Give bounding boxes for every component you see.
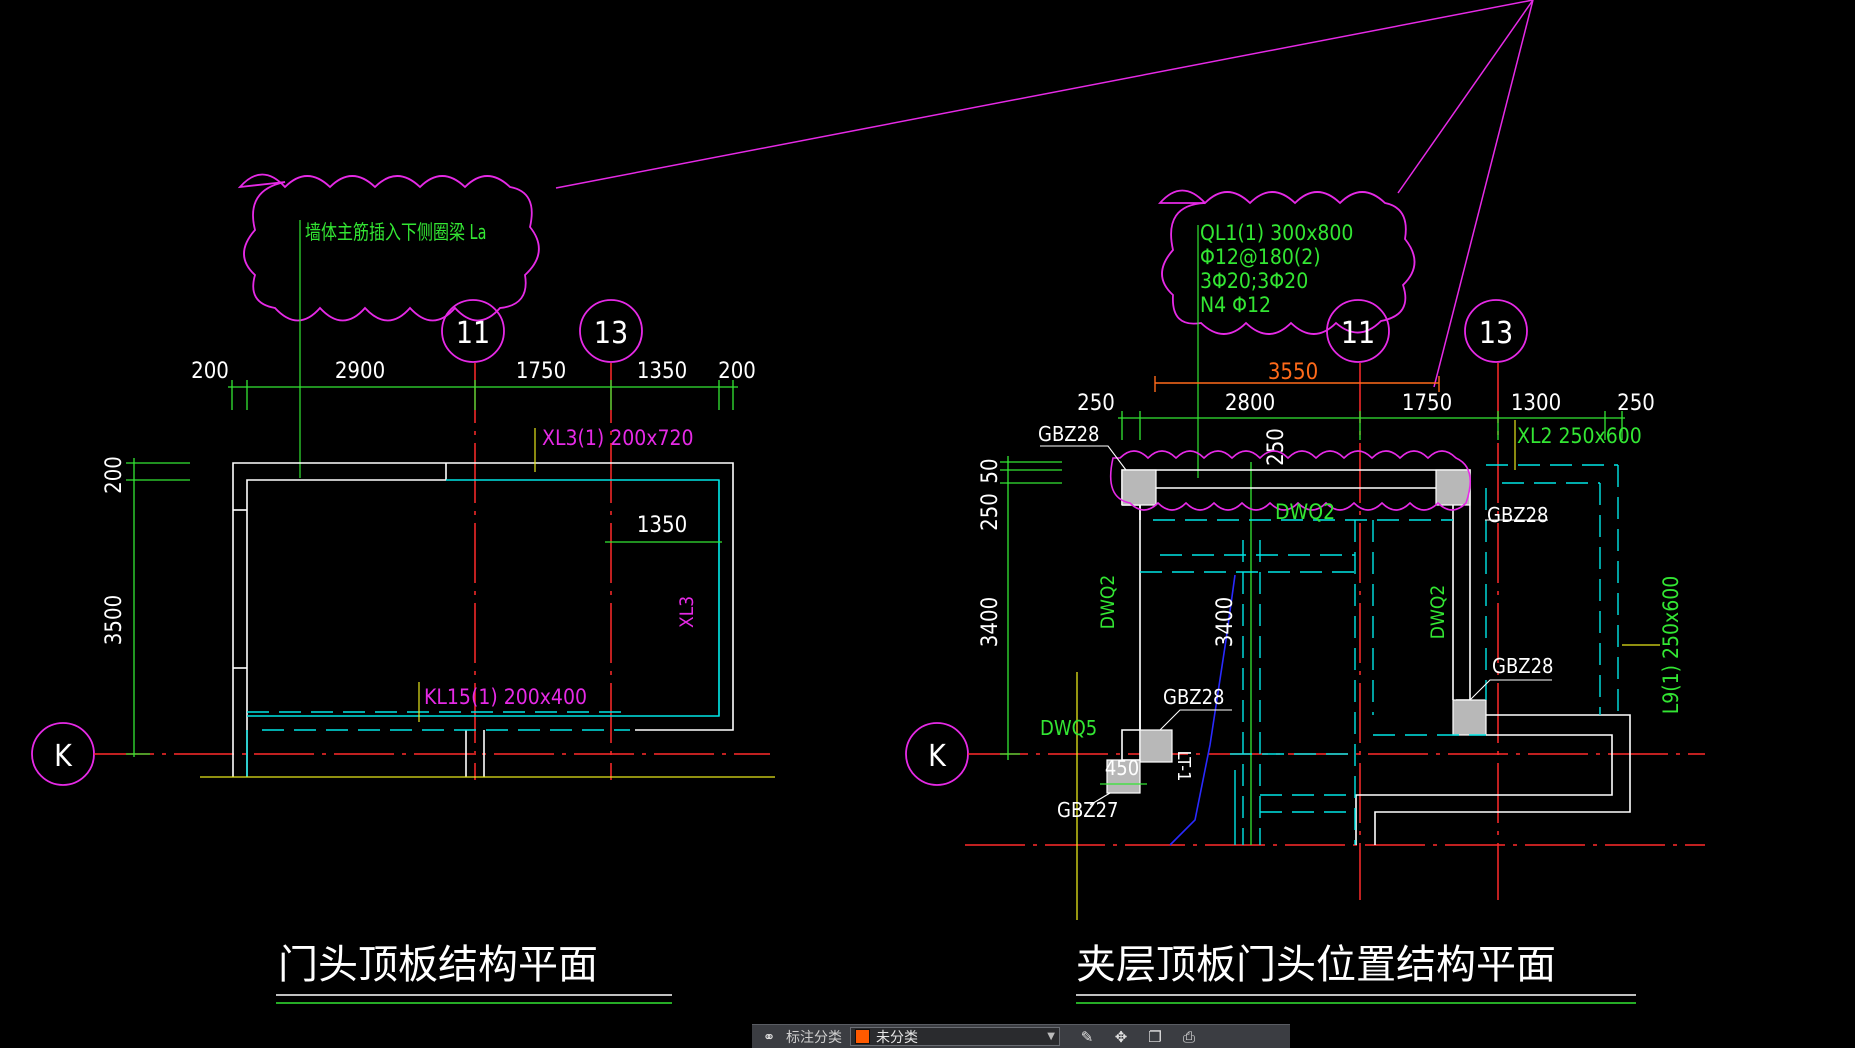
dim-left-200: 200 <box>102 456 127 494</box>
axis-label-k-right: K <box>928 739 947 774</box>
axis-bubble-13-right <box>1464 299 1528 363</box>
column-gbz27 <box>1106 759 1141 794</box>
column-gbz28-mr <box>1452 699 1487 736</box>
label-dwq2-left: DWQ2 <box>1097 575 1119 629</box>
beam-lines-left <box>246 479 720 777</box>
cloud-line-3: 3Φ20;3Φ20 <box>1200 269 1308 293</box>
column-gbz28-tr <box>1435 469 1471 506</box>
label-xl2: XL2 250x600 <box>1517 424 1642 448</box>
dim-inner-vertical-250: 250 <box>1264 428 1289 466</box>
revision-leaders <box>555 0 1534 388</box>
label-leaders-right <box>1040 445 1552 806</box>
move-icon[interactable]: ✥ <box>1114 1027 1128 1046</box>
column-gbz28-tl <box>1121 469 1157 506</box>
print-icon[interactable]: ⎙ <box>1182 1027 1195 1046</box>
label-gbz28-tr: GBZ28 <box>1487 503 1549 527</box>
copy-icon[interactable]: ❐ <box>1148 1027 1162 1046</box>
dim-left-right-50: 50 <box>978 458 1003 483</box>
label-lt1: LT-1 <box>1173 751 1194 782</box>
dim-inner-1350: 1350 <box>637 513 687 538</box>
cloud-note-left: 墙体主筋插入下侧圈梁 La <box>305 221 486 244</box>
dim-top-left-3: 1350 <box>637 359 687 384</box>
axis-bubble-11-right <box>1326 299 1390 363</box>
wall-outline-left <box>232 462 734 777</box>
toolbar-label: 标注分类 <box>786 1029 842 1046</box>
columns-right <box>1106 469 1487 794</box>
dim-top-left-0: 200 <box>191 359 229 384</box>
label-dwq2-top: DWQ2 <box>1275 500 1335 524</box>
axis-bubble-11-left <box>441 299 505 363</box>
dim-top-left <box>228 380 738 410</box>
stair-line <box>1169 574 1236 846</box>
dim-left-right-3400: 3400 <box>978 597 1003 647</box>
label-xl3-top: XL3(1) 200x720 <box>542 426 694 450</box>
dim-top-left-4: 200 <box>718 359 756 384</box>
column-gbz28-ml <box>1139 729 1173 763</box>
dim-highlight <box>1154 376 1440 392</box>
left-plan: 墙体主筋插入下侧圈梁 La 11 13 K 200 2900 1750 1350 <box>31 173 775 1004</box>
dim-top-right-3: 1300 <box>1511 391 1561 416</box>
label-dwq2-right: DWQ2 <box>1427 585 1449 639</box>
axis-bubble-13-left <box>579 299 643 363</box>
category-color-swatch <box>855 1029 870 1044</box>
edit-icon[interactable]: ✎ <box>1080 1027 1094 1046</box>
label-gbz28-ml: GBZ28 <box>1163 685 1225 709</box>
revision-cloud-wall <box>1109 450 1472 511</box>
cloud-line-1: QL1(1) 300x800 <box>1200 221 1353 245</box>
axis-lines-left <box>94 363 770 780</box>
axis-label-k-left: K <box>54 739 73 774</box>
revision-cloud-right <box>1158 189 1416 335</box>
dim-top-right-1: 2800 <box>1225 391 1275 416</box>
wall-outline-right <box>1121 469 1631 845</box>
category-select[interactable]: 未分类 ▼ <box>850 1027 1060 1046</box>
dim-top-right-0: 250 <box>1077 391 1115 416</box>
label-gbz27: GBZ27 <box>1057 798 1119 822</box>
label-xl3-side: XL3 <box>676 596 698 628</box>
dim-stair-3400: 3400 <box>1213 597 1238 647</box>
dim-left-vertical-right <box>1000 456 1062 760</box>
layers-icon[interactable]: ⚭ <box>762 1027 776 1046</box>
dim-3550: 3550 <box>1268 360 1318 385</box>
title-right: 夹层顶板门头位置结构平面 <box>1076 942 1556 988</box>
axis-label-11-left: 11 <box>456 316 490 351</box>
title-left: 门头顶板结构平面 <box>278 942 598 988</box>
category-select-value: 未分类 <box>876 1029 918 1046</box>
label-gbz28-tl: GBZ28 <box>1038 422 1100 446</box>
annotation-toolbar: ⚭ 标注分类 未分类 ▼ ✎ ✥ ❐ ⎙ <box>752 1024 1290 1048</box>
revision-cloud-left <box>237 173 540 322</box>
right-plan: QL1(1) 300x800 Φ12@180(2) 3Φ20;3Φ20 N4 Φ… <box>905 189 1705 1004</box>
dim-left-vertical <box>126 458 190 757</box>
cloud-line-4: N4 Φ12 <box>1200 293 1271 317</box>
beam-lines-right <box>1140 464 1619 845</box>
label-l9: L9(1) 250x600 <box>1659 576 1683 715</box>
dim-top-right-4: 250 <box>1617 391 1655 416</box>
axis-label-13-right: 13 <box>1479 316 1513 351</box>
axis-label-13-left: 13 <box>594 316 628 351</box>
chevron-down-icon: ▼ <box>1047 1031 1055 1042</box>
dim-top-left-2: 1750 <box>516 359 566 384</box>
dim-bottom-450: 450 <box>1105 756 1139 780</box>
dim-left-3500: 3500 <box>102 595 127 645</box>
label-gbz28-mr: GBZ28 <box>1492 654 1554 678</box>
cloud-line-2: Φ12@180(2) <box>1200 245 1321 269</box>
label-kl15: KL15(1) 200x400 <box>424 685 587 709</box>
label-dwq5: DWQ5 <box>1040 716 1097 740</box>
dim-top-right-2: 1750 <box>1402 391 1452 416</box>
dim-top-right <box>1118 411 1625 440</box>
axis-label-11-right: 11 <box>1341 316 1375 351</box>
dim-top-left-1: 2900 <box>335 359 385 384</box>
dim-left-right-250: 250 <box>978 493 1003 531</box>
